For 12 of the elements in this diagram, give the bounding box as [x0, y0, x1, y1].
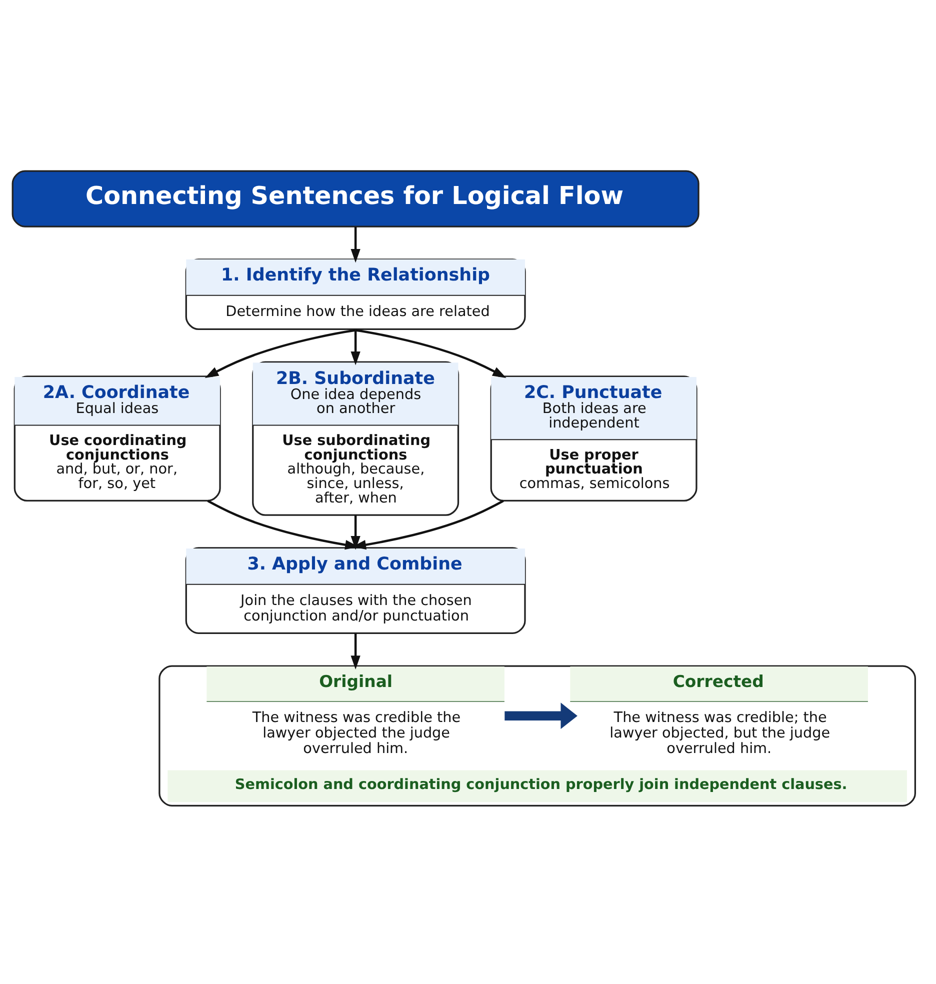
arrow	[350, 632, 360, 669]
arrow	[207, 499, 359, 550]
arrow	[350, 514, 360, 550]
node-label: The witness was credible; the lawyer objected, but the judge overruled him.	[610, 710, 830, 757]
node-box: Connecting Sentences for Logical Flow	[12, 170, 700, 227]
arrow	[355, 328, 506, 378]
arrow	[350, 226, 360, 262]
arrow	[352, 499, 504, 550]
arrow	[350, 330, 360, 365]
arrow	[504, 702, 578, 728]
node-label: The witness was credible the lawyer objected the judge overruled him.	[252, 710, 461, 757]
arrow	[204, 328, 356, 378]
